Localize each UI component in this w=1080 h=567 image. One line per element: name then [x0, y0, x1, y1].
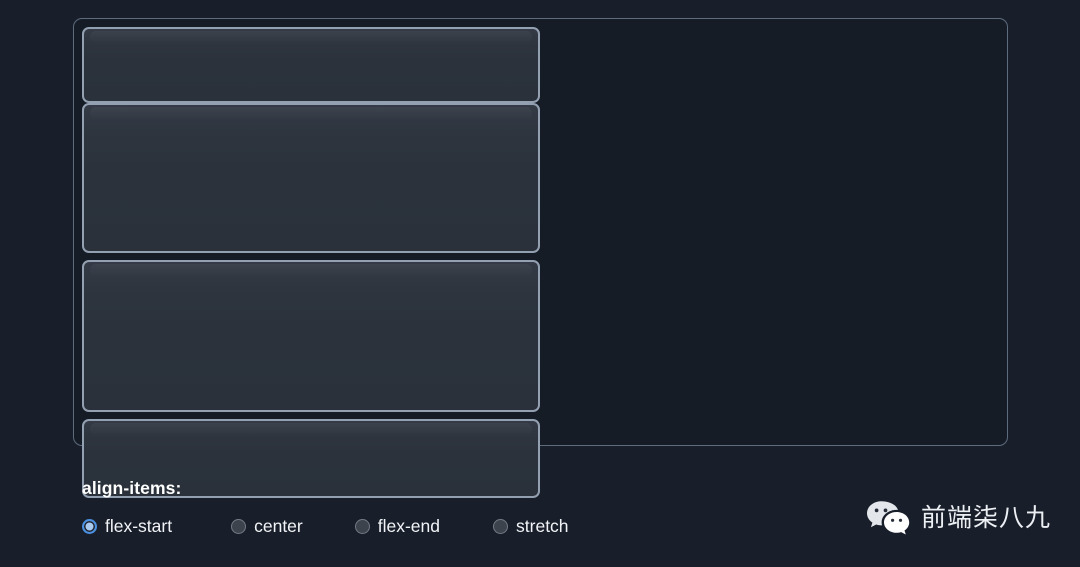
- flex-item-4: [82, 419, 540, 498]
- radio-dot-stretch-icon[interactable]: [493, 518, 509, 534]
- wechat-watermark: 前端柒八九: [866, 500, 1051, 536]
- controls-panel: align-items: flex-start center flex-end …: [82, 478, 782, 536]
- flex-demo-container: [73, 18, 1008, 498]
- align-items-label: align-items:: [82, 478, 182, 498]
- align-items-radio-group[interactable]: flex-start center flex-end stretch: [82, 516, 782, 536]
- radio-option-flex-end[interactable]: flex-end: [354, 516, 441, 536]
- radio-option-flex-start[interactable]: flex-start: [82, 516, 172, 536]
- radio-label-stretch: stretch: [516, 516, 569, 536]
- flex-item-2: [82, 103, 540, 253]
- radio-option-stretch[interactable]: stretch: [493, 516, 569, 536]
- radio-dot-center-icon[interactable]: [231, 518, 247, 534]
- flex-item-1: [82, 27, 540, 103]
- radio-label-flex-start: flex-start: [105, 516, 173, 536]
- radio-option-center[interactable]: center: [231, 516, 303, 536]
- radio-label-flex-end: flex-end: [377, 516, 441, 536]
- wechat-brand-name: 前端柒八九: [921, 503, 1052, 532]
- radio-dot-flex-start-icon[interactable]: [82, 518, 97, 534]
- wechat-logo-icon: [867, 501, 910, 535]
- radio-dot-flex-end-icon[interactable]: [354, 518, 370, 534]
- flex-item-3: [82, 260, 540, 412]
- radio-label-center: center: [254, 516, 303, 536]
